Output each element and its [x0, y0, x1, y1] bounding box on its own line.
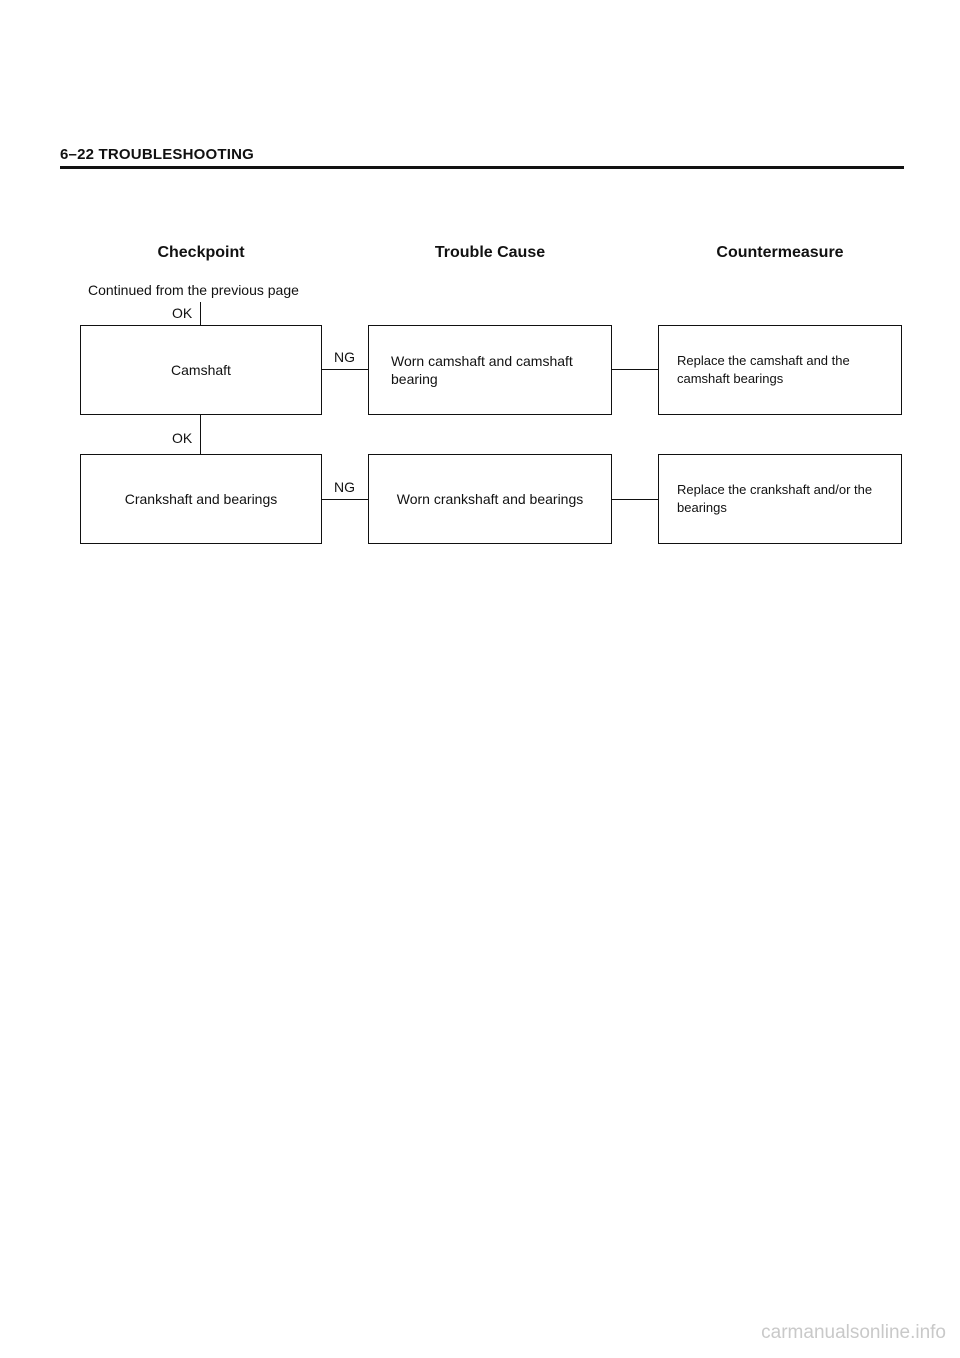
ng-label-2: NG: [334, 479, 355, 495]
ok-label-2: OK: [172, 430, 193, 446]
cause-text: Worn camshaft and camshaft bearing: [391, 353, 573, 387]
continued-note: Continued from the previous page: [88, 282, 299, 298]
checkpoint-box-crankshaft: Crankshaft and bearings: [80, 454, 322, 544]
page-header-title: 6–22 TROUBLESHOOTING: [60, 146, 255, 163]
connector-measure-1: [612, 369, 658, 370]
measure-text: Replace the camshaft and the camshaft be…: [677, 353, 850, 386]
column-heading-countermeasure: Countermeasure: [716, 244, 844, 261]
connector-ok-2: [200, 415, 201, 455]
connector-measure-2: [612, 499, 658, 500]
header-rule: [60, 166, 904, 169]
measure-text: Replace the crankshaft and/or the bearin…: [677, 482, 873, 515]
cause-box-camshaft: Worn camshaft and camshaft bearing: [368, 325, 612, 415]
measure-box-crankshaft: Replace the crankshaft and/or the bearin…: [658, 454, 902, 544]
ng-label-1: NG: [334, 349, 355, 365]
checkpoint-box-camshaft: Camshaft: [80, 325, 322, 415]
cause-text: Worn crankshaft and bearings: [396, 491, 584, 507]
measure-box-camshaft: Replace the camshaft and the camshaft be…: [658, 325, 902, 415]
column-heading-trouble-cause: Trouble Cause: [434, 244, 546, 261]
watermark: carmanualsonline.info: [761, 1322, 946, 1343]
connector-ng-2: [322, 499, 368, 500]
connector-ok-1: [200, 302, 201, 326]
checkpoint-text: Camshaft: [171, 362, 231, 378]
column-heading-checkpoint: Checkpoint: [157, 244, 245, 261]
checkpoint-text: Crankshaft and bearings: [124, 491, 278, 507]
cause-box-crankshaft: Worn crankshaft and bearings: [368, 454, 612, 544]
ok-label-1: OK: [172, 305, 193, 321]
connector-ng-1: [322, 369, 368, 370]
